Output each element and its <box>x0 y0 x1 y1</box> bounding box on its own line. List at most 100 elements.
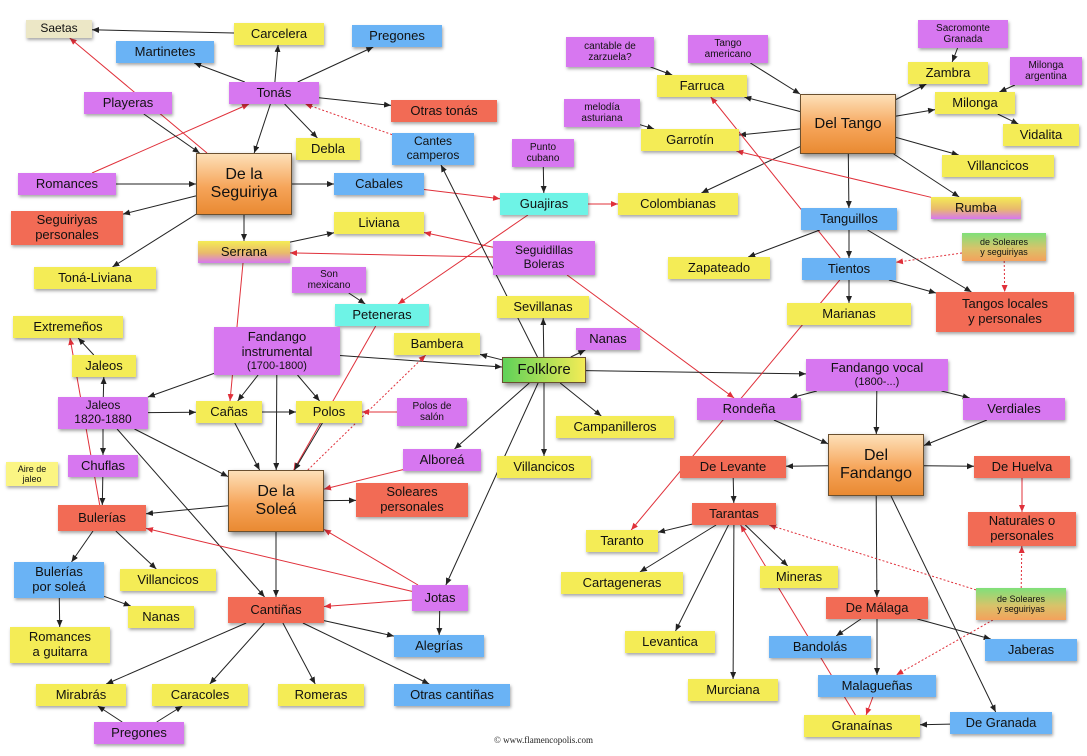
node-polos-de-salon: Polos de salón <box>397 398 467 426</box>
node-label: Villancicos <box>967 157 1029 173</box>
node-label: Nanas <box>142 608 180 624</box>
node-de-malaga: De Málaga <box>826 597 928 619</box>
node-zapateado: Zapateado <box>668 257 770 279</box>
edge-folklore-to-bambera <box>479 353 503 361</box>
node-naturales-personales: Naturales o personales <box>968 512 1076 546</box>
node-jaberas: Jaberas <box>985 639 1077 661</box>
node-label: Jaleos <box>85 357 123 373</box>
edge-de-soleares-2-to-malaguenas <box>896 619 994 676</box>
node-cabales: Cabales <box>334 173 424 195</box>
node-label: Chuflas <box>80 457 126 473</box>
node-canas: Cañas <box>196 401 262 423</box>
node-label: cantable de zarzuela? <box>584 40 636 64</box>
edge-punto-cubano-to-guajiras <box>540 166 547 194</box>
node-label: Otras cantiñas <box>410 686 494 702</box>
node-murciana: Murciana <box>688 679 778 701</box>
edge-verdiales-to-del-fandango <box>923 419 988 446</box>
node-label: Cabales <box>355 175 403 191</box>
node-levantica: Levantica <box>625 631 715 653</box>
node-label: De Málaga <box>845 599 909 615</box>
edge-de-soleares-1-to-tangos-locales <box>1001 260 1008 293</box>
node-seguidillas-boleras: Seguidillas Boleras <box>493 241 595 275</box>
node-label: Jotas <box>424 589 456 605</box>
node-jaleos: Jaleos <box>72 355 136 377</box>
edge-del-tango-to-farruca <box>744 95 801 112</box>
edge-carcelera-to-saetas <box>91 26 235 34</box>
edge-fandango-vocal-to-verdiales <box>941 390 970 400</box>
node-label: Farruca <box>679 77 725 93</box>
edge-folklore-to-jotas <box>445 382 539 586</box>
edge-folklore-to-nanas-f <box>570 349 586 358</box>
node-debla: Debla <box>296 138 360 160</box>
edge-tonas-to-debla <box>284 103 318 139</box>
node-peteneras: Peteneras <box>335 304 429 326</box>
node-label: Villancicos <box>137 571 199 587</box>
node-label: Cartageneras <box>582 574 662 590</box>
node-label: Mirabrás <box>55 686 107 702</box>
node-otras-cantinas: Otras cantiñas <box>394 684 510 706</box>
node-folklore: Folklore <box>502 357 586 383</box>
node-milonga-argentina: Milonga argentina <box>1010 57 1082 85</box>
node-label: Cantes camperos <box>406 134 460 162</box>
edge-del-tango-to-milonga <box>895 107 936 117</box>
edge-serrana-to-liviana <box>289 231 335 243</box>
node-label: Jaberas <box>1007 641 1055 657</box>
edge-fandango-instrumental-to-polos <box>297 374 320 402</box>
edge-playeras-to-de-la-seguiriya <box>143 113 200 154</box>
node-de-huelva: De Huelva <box>974 456 1070 478</box>
edge-canas-to-de-la-solea <box>234 422 261 471</box>
node-label: De Granada <box>965 714 1037 730</box>
node-campanilleros: Campanilleros <box>556 416 674 438</box>
node-de-granada: De Granada <box>950 712 1052 734</box>
node-son-mexicano: Son mexicano <box>292 267 366 293</box>
node-label: Guajiras <box>519 195 569 211</box>
node-tango-americano: Tango americano <box>688 35 768 63</box>
edge-melodia-asturiana-to-garrotin <box>639 124 655 130</box>
edge-folklore-to-alborea <box>454 382 530 450</box>
edge-folklore-to-fandango-vocal <box>585 370 807 377</box>
edge-fandango-vocal-to-rondena <box>790 390 817 400</box>
node-label: Jaleos 1820-1880 <box>74 398 132 426</box>
edge-de-soleares-1-to-tientos <box>895 252 963 265</box>
edge-fandango-vocal-to-del-fandango <box>873 390 880 435</box>
node-farruca: Farruca <box>657 75 747 97</box>
node-label: De la Seguiriya <box>210 165 278 201</box>
edge-tonas-to-otras-tonas <box>318 97 392 108</box>
node-melodia-asturiana: melodía asturiana <box>564 99 640 127</box>
node-de-soleares-1: de Soleares y seguiriyas <box>962 233 1046 261</box>
node-punto-cubano: Punto cubano <box>512 139 574 167</box>
edge-cantinas-to-alegrias <box>323 620 395 638</box>
node-label: Folklore <box>517 361 571 379</box>
node-label: Caracoles <box>170 686 230 702</box>
node-label: Del Fandango <box>839 446 913 482</box>
node-label: melodía asturiana <box>581 101 623 125</box>
edge-seguidillas-boleras-to-serrana <box>289 250 494 258</box>
edge-bulerias-to-bulerias-por-solea <box>71 530 94 563</box>
node-label: Alegrías <box>415 637 463 653</box>
edge-rondena-to-del-fandango <box>773 419 829 445</box>
node-fandango-instrumental: Fandango instrumental(1700-1800) <box>214 327 340 375</box>
node-jaleos-1820: Jaleos 1820-1880 <box>58 397 148 429</box>
node-rondena: Rondeña <box>697 398 801 420</box>
copyright-footer: © www.flamencopolis.com <box>494 735 593 745</box>
node-extremenos: Extremeños <box>13 316 123 338</box>
node-label: Tanguillos <box>820 210 878 226</box>
node-label: Campanilleros <box>573 418 657 434</box>
node-liviana: Liviana <box>334 212 424 234</box>
edge-folklore-to-sevillanas <box>540 317 547 358</box>
node-otras-tonas: Otras tonás <box>391 100 497 122</box>
node-label: Zapateado <box>687 259 751 275</box>
node-martinetes: Martinetes <box>116 41 214 63</box>
node-bulerias-por-solea: Bulerías por soleá <box>14 562 104 598</box>
node-label: Mineras <box>775 568 823 584</box>
edge-tarantas-to-mineras <box>744 524 789 567</box>
edge-de-soleares-2-to-tarantas <box>768 524 977 591</box>
edge-malaguenas-to-granainas <box>865 696 874 716</box>
edge-tonas-to-carcelera <box>274 44 281 83</box>
node-label: Colombianas <box>640 195 716 211</box>
node-romances-guitarra: Romances a guitarra <box>10 627 110 663</box>
edge-cantinas-to-mirabras <box>106 622 247 685</box>
edge-tarantas-to-cartageneras <box>639 524 717 573</box>
node-label: Garrotín <box>666 131 714 147</box>
edge-peteneras-to-de-la-solea <box>293 325 377 471</box>
